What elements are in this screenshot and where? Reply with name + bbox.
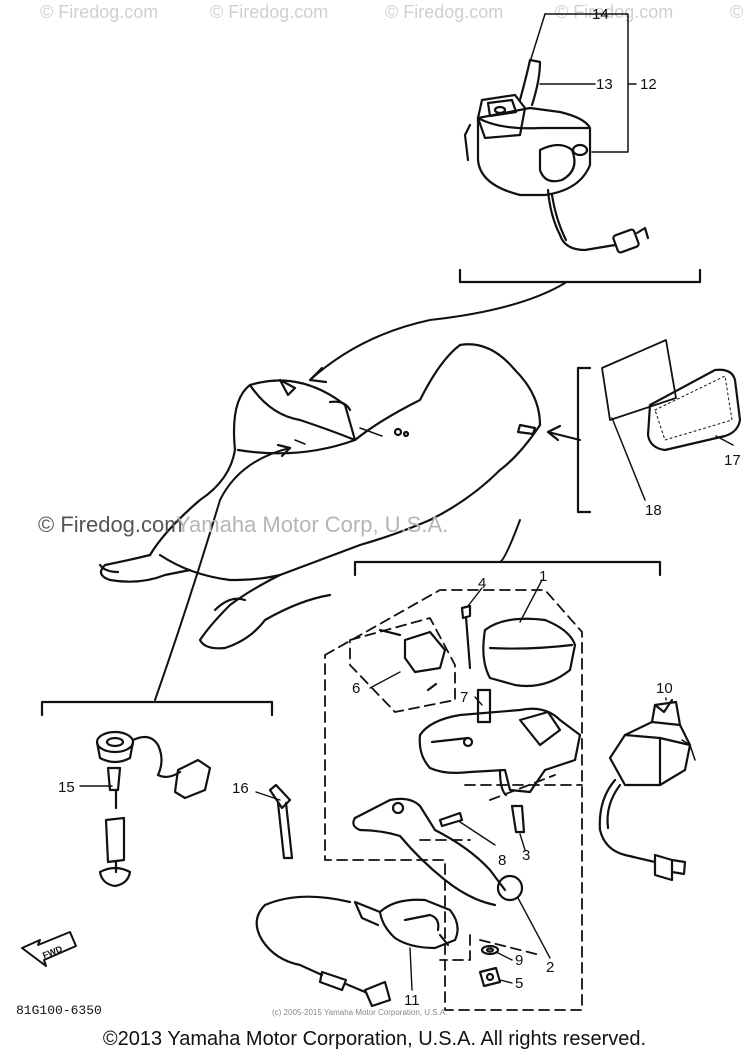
snowmobile-hood — [98, 343, 542, 650]
callout-4: 4 — [478, 575, 486, 592]
callout-11: 11 — [404, 992, 420, 1009]
footer-copyright: ©2013 Yamaha Motor Corporation, U.S.A. A… — [102, 1028, 647, 1050]
watermark-top-1: © Firedog.com — [40, 2, 159, 22]
callout-10: 10 — [656, 680, 673, 697]
watermark-firedog: © Firedog.com — [38, 512, 183, 537]
callout-16: 16 — [232, 780, 249, 797]
callout-8: 8 — [498, 852, 506, 869]
fwd-label: FWD — [41, 943, 64, 960]
callout-14: 14 — [592, 6, 609, 23]
callout-13: 13 — [596, 76, 613, 93]
watermark-top-3: © Firedog.com — [385, 2, 504, 22]
callout-9: 9 — [515, 952, 523, 969]
handlebar-switch-assembly — [463, 13, 650, 254]
watermark-top-5: © — [730, 2, 744, 22]
callout-6: 6 — [352, 680, 360, 697]
callout-15: 15 — [58, 779, 75, 796]
callout-2: 2 — [546, 959, 554, 976]
watermark-top-4: © Firedog.com — [555, 2, 674, 22]
callout-7: 7 — [460, 689, 468, 706]
callout-5: 5 — [515, 975, 523, 992]
watermark-yamaha: Yamaha Motor Corp, U.S.A. — [176, 512, 449, 537]
callout-1: 1 — [539, 568, 547, 585]
callout-18: 18 — [645, 502, 662, 519]
small-copyright: (c) 2005-2015 Yamaha Motor Corporation, … — [272, 1008, 448, 1017]
callout-17: 17 — [724, 452, 741, 469]
callout-12: 12 — [640, 76, 657, 93]
callout-3: 3 — [522, 847, 530, 864]
diagram-code: 81G100-6350 — [16, 1003, 102, 1018]
watermark-top-2: © Firedog.com — [210, 2, 329, 22]
